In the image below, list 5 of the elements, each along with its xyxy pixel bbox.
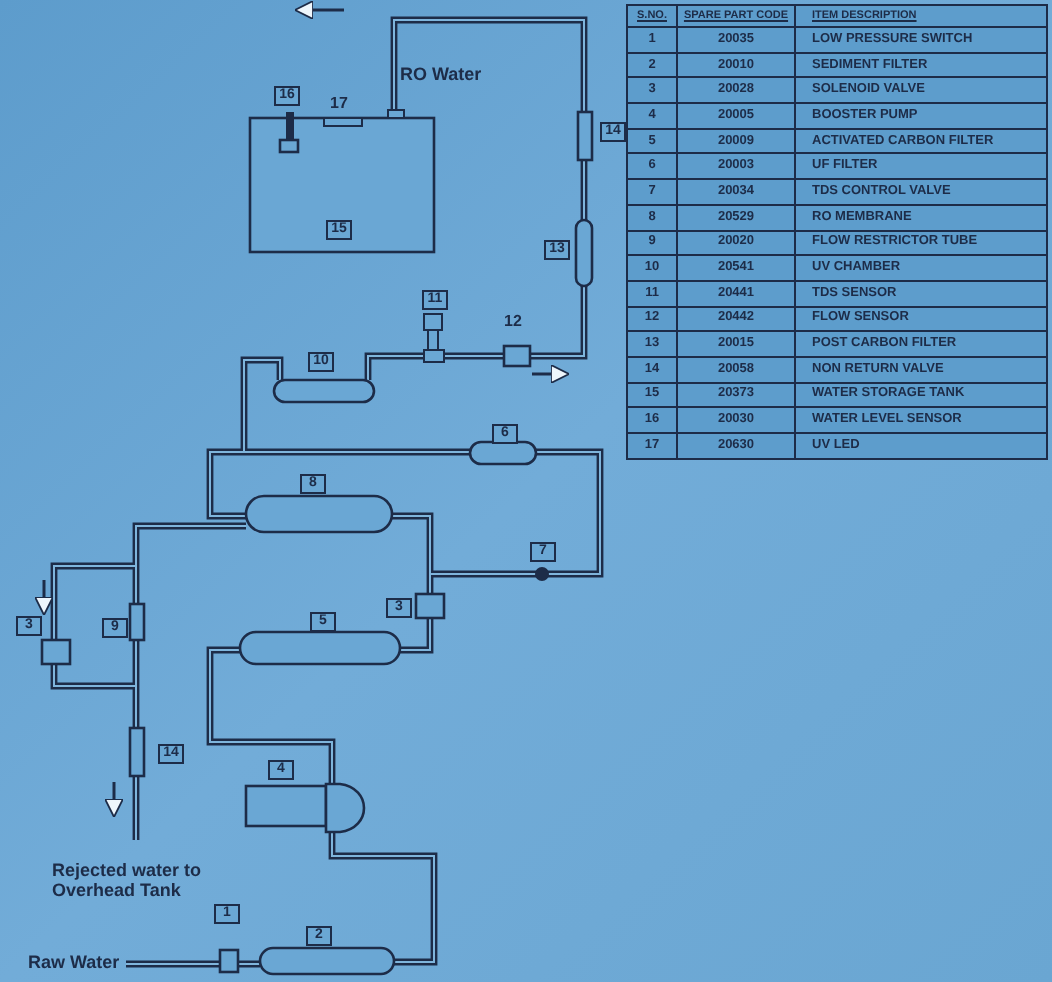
callout-number: 17 xyxy=(330,94,348,112)
pipe-label: Raw Water xyxy=(28,952,122,972)
callout-number: 12 xyxy=(504,312,522,330)
pipe-label: Rejected water to Overhead Tank xyxy=(52,860,204,900)
pipe-label: RO Water xyxy=(400,64,484,84)
